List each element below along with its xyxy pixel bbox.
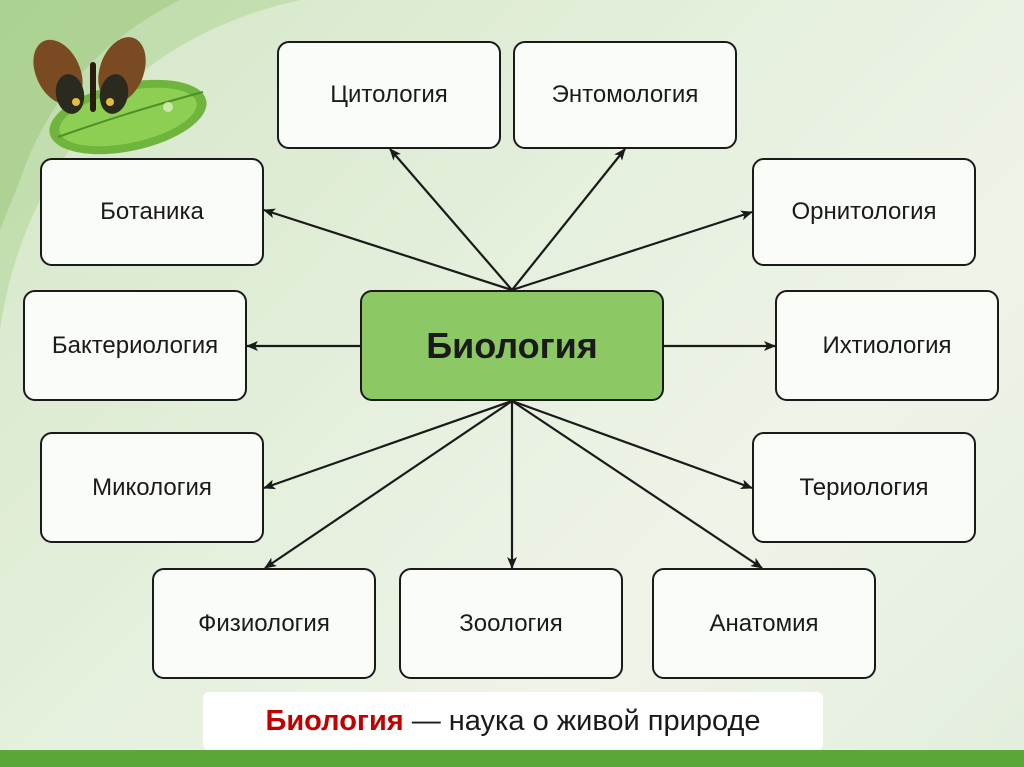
node-bacteriology: Бактериология [23,290,247,401]
arrow-to-ornithology [511,210,753,292]
node-label: Анатомия [709,609,819,637]
node-label: Физиология [198,609,330,637]
node-label: Ихтиология [822,331,952,359]
arrow-to-theriology [511,399,753,490]
caption-separator: — [411,704,441,737]
node-label: Зоология [459,609,563,637]
center-label: Биология [426,324,598,366]
node-ichthyology: Ихтиология [775,290,999,401]
node-label: Бактериология [51,331,219,359]
arrow-to-cytology [389,148,513,291]
definition-caption: Биология — наука о живой природе [203,692,823,750]
node-cytology: Цитология [277,41,501,149]
arrow-to-anatomy [511,400,763,569]
arrow-to-botany [263,208,513,292]
node-zoology: Зоология [399,568,623,679]
node-physiology: Физиология [152,568,376,679]
arrow-to-entomology [511,148,626,291]
arrow-to-mycology [263,399,513,490]
node-label: Орнитология [791,198,937,225]
node-label: Ботаника [100,198,204,225]
butterfly-on-leaf-icon [33,37,207,155]
node-label: Териология [799,473,929,501]
node-label: Микология [92,473,212,501]
node-mycology: Микология [40,432,264,543]
bottom-accent-bar [0,750,1024,767]
node-botany: Ботаника [40,158,264,266]
node-entomology: Энтомология [513,41,737,149]
node-ornithology: Орнитология [752,158,976,266]
node-theriology: Териология [752,432,976,543]
node-label: Цитология [330,81,448,108]
caption-definition: наука о живой природе [448,704,761,737]
caption-term: Биология [265,704,404,737]
node-label: Энтомология [551,81,699,108]
arrow-to-physiology [264,400,513,569]
node-biology-center: Биология [360,290,664,401]
node-anatomy: Анатомия [652,568,876,679]
